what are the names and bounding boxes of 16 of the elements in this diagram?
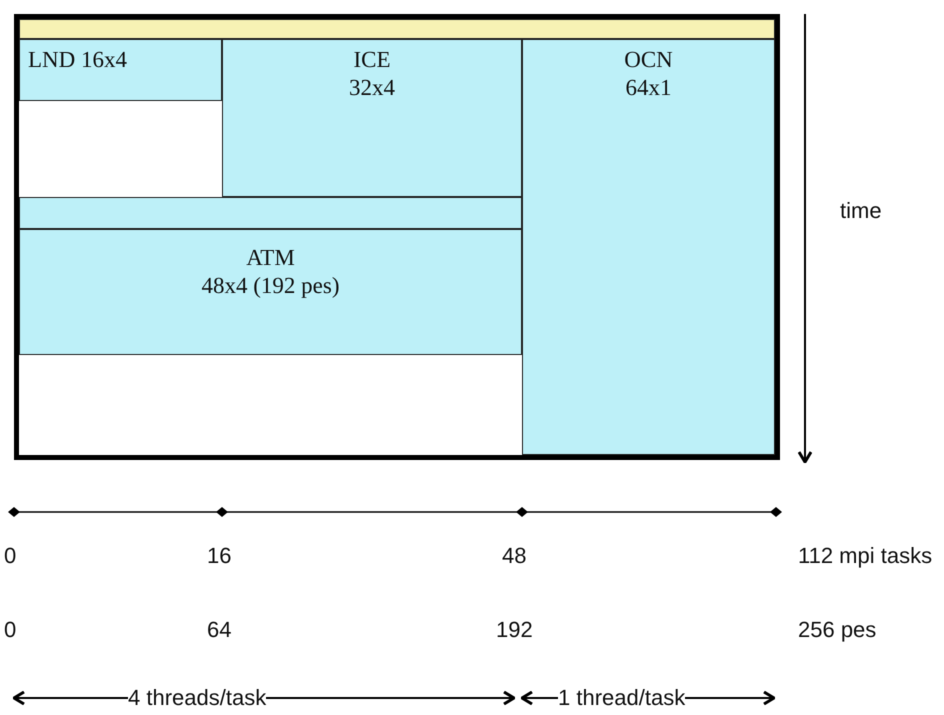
- tick-label: 192: [496, 617, 533, 643]
- component-box: ICE 32x4: [222, 39, 522, 197]
- tick-label: 112 mpi tasks: [798, 543, 932, 569]
- tick-label: 0: [4, 543, 16, 569]
- tick-label: 256 pes: [798, 617, 876, 643]
- component-box: ATM 48x4 (192 pes): [19, 229, 522, 355]
- band-bar: [19, 197, 522, 229]
- component-box: OCN 64x1: [522, 39, 775, 455]
- tick-label: 0: [4, 617, 16, 643]
- axis-label: time: [840, 198, 882, 224]
- coupler-bar: [19, 19, 775, 39]
- tick-label: 64: [207, 617, 232, 643]
- tick-label: 16: [207, 543, 232, 569]
- tick-label: 48: [502, 543, 526, 569]
- component-box: LND 16x4: [19, 39, 222, 101]
- frame-box: [14, 14, 780, 460]
